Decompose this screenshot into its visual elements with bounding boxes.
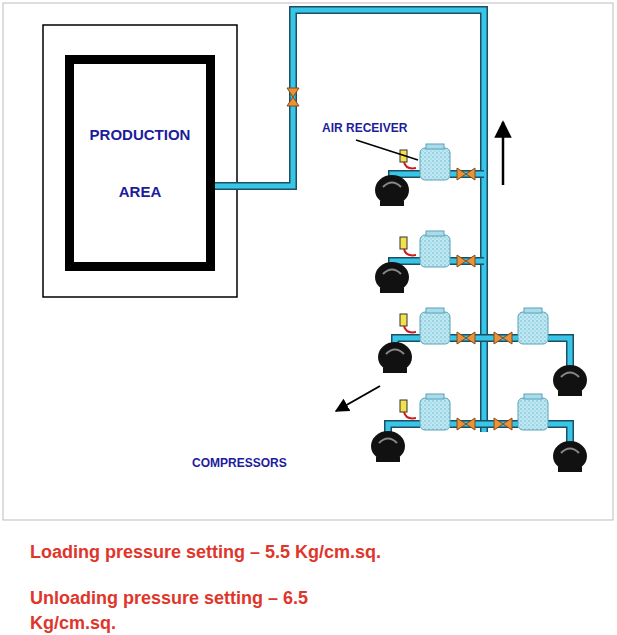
compressor-motor (378, 342, 412, 372)
pipe (548, 338, 570, 368)
valve (287, 88, 299, 106)
valve (457, 168, 475, 180)
valve (457, 418, 475, 430)
motor-highlight (379, 439, 397, 444)
pipe (548, 424, 570, 444)
pipe-outline (548, 424, 570, 444)
pressure-switch (400, 400, 407, 412)
air-receiver (420, 235, 450, 267)
valve (494, 418, 512, 430)
motor-base (558, 391, 582, 396)
flow-arrow (502, 122, 505, 185)
building-outline (43, 25, 237, 297)
motor-base (380, 201, 404, 206)
pressure-tube (404, 326, 416, 332)
motor-base (380, 288, 404, 293)
compressor-motor (375, 175, 409, 205)
air-receiver (518, 398, 548, 430)
motor-base (376, 457, 400, 462)
air-receiver (420, 398, 450, 430)
air-receiver (420, 148, 450, 180)
pipe-outline (548, 338, 570, 368)
setting-note: Loading pressure setting – 5.5 Kg/cm.sq. (30, 540, 381, 565)
pressure-tube (404, 162, 416, 168)
valve (494, 332, 512, 344)
motor-highlight (383, 270, 401, 275)
leader-line (356, 140, 418, 160)
part-label: AIR RECEIVER (322, 120, 407, 136)
compressor-motor (375, 262, 409, 292)
motor-base (558, 467, 582, 472)
production-area-box: PRODUCTION AREA (65, 55, 215, 271)
receiver-cap (426, 394, 444, 399)
image-frame (3, 3, 613, 520)
pipe (215, 10, 484, 432)
air-receiver (420, 312, 450, 344)
receiver-cap (524, 394, 542, 399)
motor-base (383, 368, 407, 373)
part-label: COMPRESSORS (192, 455, 287, 471)
compressor-motor (553, 365, 587, 395)
motor-highlight (386, 350, 404, 355)
receiver-cap (426, 144, 444, 149)
receiver-cap (426, 308, 444, 313)
area-name: PRODUCTION AREA (85, 64, 195, 220)
receiver-cap (524, 308, 542, 313)
setting-note: Unloading pressure setting – 6.5 Kg/cm.s… (30, 586, 375, 635)
valve (457, 255, 475, 267)
motor-highlight (383, 183, 401, 188)
air-pipes (215, 10, 570, 444)
receiver-cap (426, 231, 444, 236)
motor-highlight (561, 449, 579, 454)
air-receiver (518, 312, 548, 344)
compressor-units (371, 144, 587, 472)
pressure-tube (404, 412, 416, 418)
pressure-switch (400, 237, 407, 249)
pressure-tube (404, 249, 416, 255)
valve (457, 332, 475, 344)
pointer-arrow (336, 386, 380, 411)
motor-highlight (561, 373, 579, 378)
compressor-motor (553, 441, 587, 471)
pressure-switch (400, 314, 407, 326)
compressor-motor (371, 431, 405, 461)
pipe-outline (215, 10, 484, 432)
